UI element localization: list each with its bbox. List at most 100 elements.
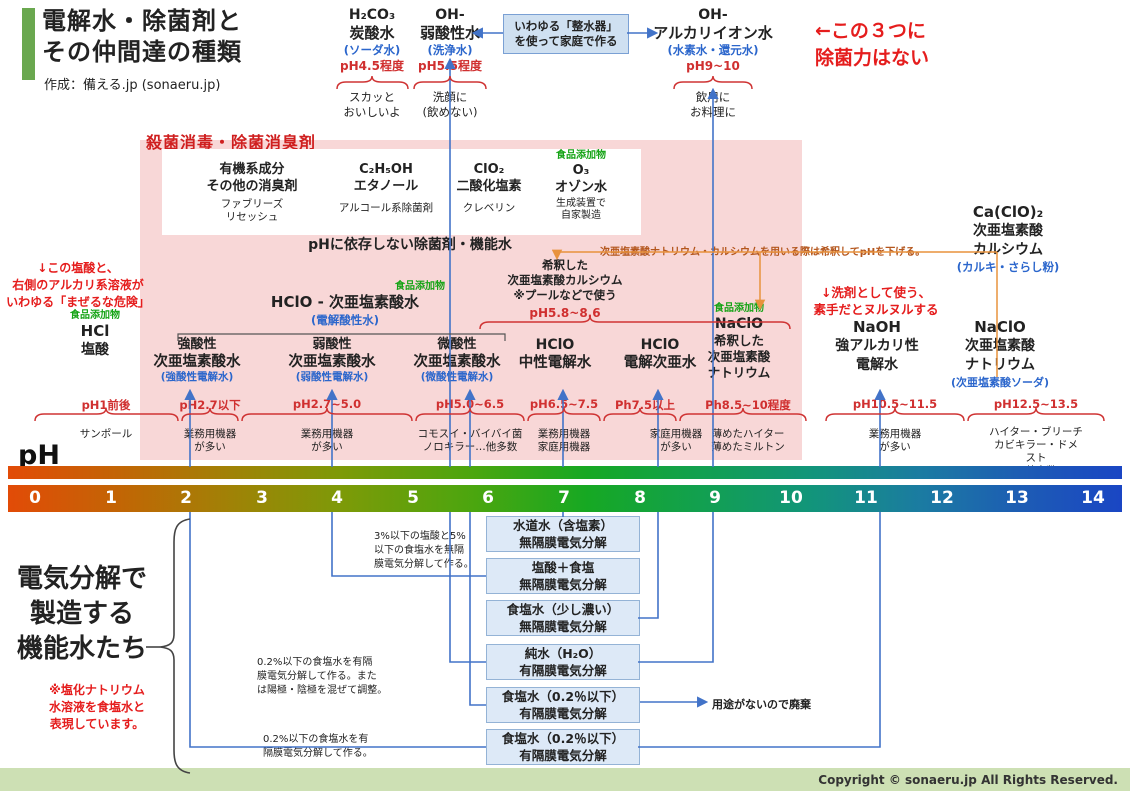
ph-scale-thin-bar bbox=[8, 466, 1122, 479]
name: 次亜塩素酸 カルシウム bbox=[972, 223, 1043, 258]
substance-calcium-hypochlorite: Ca(ClO)₂ 次亜塩素酸 カルシウム (カルキ・さらし粉) bbox=[957, 203, 1060, 275]
water-weak-acid: OH- 弱酸性水 (洗浄水) pH5.5程度 bbox=[418, 6, 482, 74]
formula: NaOH bbox=[853, 318, 901, 336]
ph-range-desc: 業務用機器 が多い bbox=[183, 428, 237, 453]
mix-danger-note: ↓この塩酸と、 右側のアルカリ系溶液が いわゆる「まぜるな危険」 bbox=[6, 261, 150, 309]
ph-scale-label: pH bbox=[18, 440, 60, 471]
name: 希釈した 次亜塩素酸 ナトリウム bbox=[707, 333, 771, 380]
ph-range: pH5.8~8.6 bbox=[529, 306, 601, 320]
ph-tick: 3 bbox=[256, 488, 268, 508]
ph-range-label: pH12.5~13.5 bbox=[993, 397, 1079, 411]
non-ph-item-ethanol: C₂H₅OH エタノール アルコール系除菌剤 bbox=[339, 161, 433, 215]
page-title: 電解水・除菌剤と その仲間達の種類 bbox=[42, 7, 242, 66]
grade: 弱酸性 bbox=[312, 337, 352, 352]
alias: (次亜塩素酸ソーダ) bbox=[950, 376, 1050, 389]
water-weak-acid-note: 洗顔に (飲めない) bbox=[422, 90, 478, 119]
ph-tick: 0 bbox=[29, 488, 41, 508]
waste-note: 用途がないので廃棄 bbox=[712, 698, 811, 711]
non-ph-item-ozone: 食品添加物 O₃ オゾン水 生成装置で 自家製造 bbox=[555, 150, 607, 222]
alias: (洗浄水) bbox=[427, 43, 473, 57]
name: 弱酸性水 bbox=[419, 24, 480, 42]
formula: OH- bbox=[435, 7, 465, 23]
ph-tick: 11 bbox=[854, 488, 878, 508]
ph-range-label: pH1前後 bbox=[81, 398, 131, 412]
water-alkaline-ion-note: 飲用に お料理に bbox=[690, 90, 736, 119]
name: ClO₂ 二酸化塩素 bbox=[456, 162, 522, 194]
name: 希釈した 次亜塩素酸カルシウム ※プールなどで使う bbox=[507, 258, 623, 302]
ph-range-label: pH10.5~11.5 bbox=[852, 397, 938, 411]
ph-tick: 14 bbox=[1081, 488, 1105, 508]
process-box-brine-02b: 食塩水（0.2％以下） 有隔膜電気分解 bbox=[486, 729, 640, 765]
process-box-pure-water: 純水（H₂O） 有隔膜電気分解 bbox=[486, 644, 640, 680]
substance-slight-acid-water: 微酸性 次亜塩素酸水 (微酸性電解水) bbox=[414, 336, 501, 384]
alias: (強酸性電解水) bbox=[160, 371, 234, 383]
examples: 生成装置で 自家製造 bbox=[555, 198, 606, 221]
name: 次亜塩素酸 ナトリウム bbox=[965, 338, 1035, 373]
process-box-brine-02a: 食塩水（0.2％以下） 有隔膜電気分解 bbox=[486, 687, 640, 723]
hclo-group-alias: (電解酸性水) bbox=[310, 313, 380, 327]
formula: NaClO bbox=[974, 318, 1026, 336]
ph-scale-bar bbox=[8, 485, 1122, 512]
ph-range-desc: 業務用機器 家庭用機器 bbox=[537, 428, 591, 453]
electrolysis-group-brace bbox=[146, 518, 191, 774]
ph-tick: 12 bbox=[930, 488, 954, 508]
water-maker-box: いわゆる「整水器」 を使って家庭で作る bbox=[503, 14, 629, 54]
alias: (カルキ・さらし粉) bbox=[956, 260, 1060, 274]
ph-range-label: Ph8.5~10程度 bbox=[705, 398, 791, 412]
disinfectant-region-title: 殺菌消毒・除菌消臭剤 bbox=[146, 133, 317, 152]
substance-diluted-naclo: 食品添加物 NaClO 希釈した 次亜塩素酸 ナトリウム bbox=[708, 303, 771, 381]
examples: クレベリン bbox=[462, 202, 516, 214]
process-box-strong-brine: 食塩水（少し濃い） 無隔膜電気分解 bbox=[486, 600, 640, 636]
ph-range: pH9~10 bbox=[686, 59, 740, 73]
alias: (微酸性電解水) bbox=[420, 371, 494, 383]
formula: H₂CO₃ bbox=[348, 7, 396, 23]
alias: (ソーダ水) bbox=[343, 43, 401, 57]
non-ph-subtitle: pHに依存しない除菌剤・機能水 bbox=[308, 237, 512, 253]
name: アルカリイオン水 bbox=[653, 24, 773, 42]
ph-tick: 13 bbox=[1005, 488, 1029, 508]
title-accent-bar bbox=[22, 8, 35, 80]
detergent-note: ↓洗剤として使う、 素手だとヌルヌルする bbox=[813, 285, 939, 317]
footer-bar: Copyright © sonaeru.jp All Rights Reserv… bbox=[0, 768, 1130, 791]
non-ph-item-deodorizer: 有機系成分 その他の消臭剤 ファブリーズ リセッシュ bbox=[206, 161, 297, 224]
formula: Ca(ClO)₂ bbox=[972, 203, 1044, 221]
ph-range-label: pH2.7以下 bbox=[179, 398, 241, 412]
diluted-calcium-hypochlorite: 希釈した 次亜塩素酸カルシウム ※プールなどで使う pH5.8~8.6 bbox=[508, 258, 623, 321]
grade: 微酸性 bbox=[437, 337, 477, 352]
ph-range-desc: コモスイ・バイバイ菌 ノロキラー…他多数 bbox=[417, 428, 523, 453]
ph-range: pH4.5程度 bbox=[340, 59, 404, 73]
food-additive-label: 食品添加物 bbox=[713, 303, 764, 314]
food-additive-label: 食品添加物 bbox=[70, 310, 120, 321]
ph-tick: 5 bbox=[407, 488, 419, 508]
formula: HClO bbox=[640, 337, 680, 353]
formula: HClO bbox=[535, 337, 575, 353]
annotation-membrane: 0.2%以下の食塩水を有 隔膜電気分解して作る。 bbox=[263, 734, 373, 759]
name: 電解次亜水 bbox=[623, 355, 697, 371]
electrolysis-group-label: 電気分解で 製造する 機能水たち bbox=[16, 564, 148, 664]
ph-range-label: pH2.7~5.0 bbox=[292, 397, 362, 411]
non-ph-box bbox=[162, 149, 641, 235]
non-ph-item-clo2: ClO₂ 二酸化塩素 クレベリン bbox=[456, 161, 521, 215]
substance-naclo: NaClO 次亜塩素酸 ナトリウム (次亜塩素酸ソーダ) bbox=[951, 318, 1049, 390]
food-additive-label: 食品添加物 bbox=[555, 150, 606, 161]
ph-range-desc: 業務用機器 が多い bbox=[300, 428, 354, 453]
ph-range-desc: サンポール bbox=[79, 428, 133, 440]
annotation-no-membrane: 3%以下の塩酸と5% 以下の食塩水を無隔 膜電気分解して作る。 bbox=[374, 531, 474, 570]
formula: NaClO bbox=[714, 316, 764, 332]
hclo-group-title: HClO - 次亜塩素酸水 bbox=[270, 293, 420, 311]
name: 炭酸水 bbox=[349, 24, 395, 42]
water-carbonated: H₂CO₃ 炭酸水 (ソーダ水) pH4.5程度 bbox=[340, 6, 404, 74]
name: 次亜塩素酸水 bbox=[413, 354, 501, 370]
copyright-text: Copyright © sonaeru.jp All Rights Reserv… bbox=[818, 772, 1118, 787]
formula: OH- bbox=[698, 7, 728, 23]
process-box-hcl-salt: 塩酸＋食塩 無隔膜電気分解 bbox=[486, 558, 640, 594]
name: O₃ オゾン水 bbox=[554, 163, 608, 195]
no-sanitize-note: ←この３つに 除菌力はない bbox=[815, 20, 930, 69]
name: 塩酸 bbox=[81, 342, 109, 358]
substance-naoh: NaOH 強アルカリ性 電解水 bbox=[835, 318, 918, 375]
author-credit: 作成：備える.jp (sonaeru.jp) bbox=[44, 78, 221, 93]
substance-neutral-water: HClO 中性電解水 bbox=[519, 336, 592, 372]
ph-range: pH5.5程度 bbox=[418, 59, 482, 73]
name: 有機系成分 その他の消臭剤 bbox=[206, 162, 298, 194]
